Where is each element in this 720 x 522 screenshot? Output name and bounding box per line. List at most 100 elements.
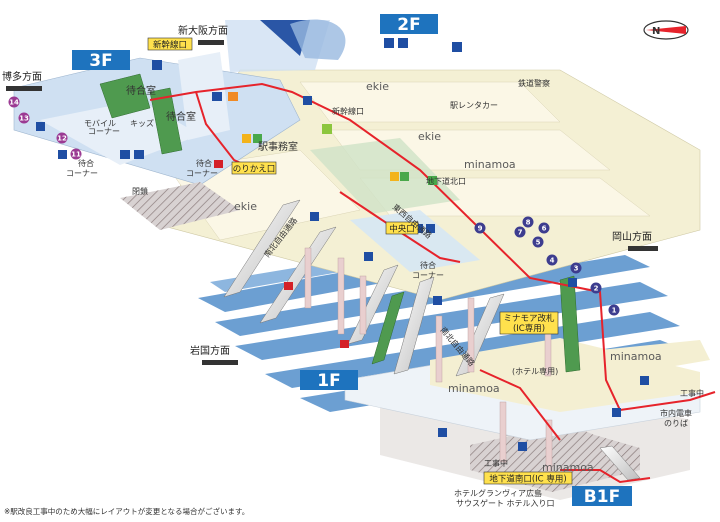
compass: N bbox=[643, 20, 689, 40]
direction-shin-osaka: 新大阪方面 bbox=[178, 24, 228, 45]
shop-icon bbox=[390, 172, 399, 181]
platform-number-1: 1 bbox=[608, 304, 620, 316]
direction-arrow-icon bbox=[6, 86, 42, 91]
tram-platform-label: のりば bbox=[664, 419, 688, 428]
info-icon bbox=[428, 176, 437, 185]
floor-badge-1f: 1F bbox=[300, 370, 358, 391]
direction-okayama: 岡山方面 bbox=[612, 230, 658, 251]
ekie-label: ekie bbox=[234, 200, 257, 213]
construction-label: 工事中 bbox=[680, 388, 704, 398]
1f-floor bbox=[344, 338, 710, 441]
svg-text:6: 6 bbox=[542, 225, 547, 233]
platform-number-markers: 1 2 3 4 5 6 7 8 9 11 12 13 14 bbox=[8, 96, 620, 316]
svg-text:13: 13 bbox=[19, 115, 29, 123]
svg-text:4: 4 bbox=[550, 257, 555, 265]
svg-text:7: 7 bbox=[518, 229, 523, 237]
svg-text:12: 12 bbox=[57, 135, 67, 143]
svg-text:2: 2 bbox=[594, 285, 599, 293]
elevator-icon bbox=[433, 296, 442, 305]
closed-label: 閉鎖 bbox=[132, 186, 148, 196]
hotel-only-label: (ホテル専用) bbox=[512, 366, 558, 376]
route-line bbox=[149, 82, 716, 484]
gate-label-central: 中央口 bbox=[385, 221, 419, 235]
svg-text:新幹線口: 新幹線口 bbox=[153, 40, 187, 51]
platform-number-6: 6 bbox=[538, 222, 550, 234]
minamoa-label: minamoa bbox=[610, 350, 662, 363]
hotel-gate-label: ホテルグランヴィア広島 bbox=[454, 488, 542, 498]
elevator-icon bbox=[568, 278, 577, 287]
elevator-icon bbox=[612, 408, 621, 417]
platform-number-7: 7 bbox=[514, 226, 526, 238]
aed-icon bbox=[340, 340, 349, 348]
construction-label: 工事中 bbox=[484, 458, 508, 468]
mobile-corner-label: モバイル bbox=[84, 119, 116, 128]
svg-text:地下道南口(IC 専用): 地下道南口(IC 専用) bbox=[489, 474, 566, 485]
svg-text:新大阪方面: 新大阪方面 bbox=[178, 24, 228, 37]
svg-text:8: 8 bbox=[526, 219, 531, 227]
mobile-corner-label: コーナー bbox=[88, 127, 120, 136]
minamoa-label: minamoa bbox=[464, 158, 516, 171]
ekie-label: ekie bbox=[418, 130, 441, 143]
svg-text:博多方面: 博多方面 bbox=[2, 70, 42, 83]
service-icons bbox=[36, 38, 649, 451]
svg-text:9: 9 bbox=[478, 225, 483, 233]
svg-text:1F: 1F bbox=[317, 371, 340, 391]
platform-number-8: 8 bbox=[522, 216, 534, 228]
tram-platform-label: 市内電車 bbox=[660, 408, 692, 418]
toilet-icon bbox=[120, 150, 130, 159]
waiting-corner-label: コーナー bbox=[186, 169, 218, 178]
compass-needle-icon bbox=[646, 26, 686, 34]
svg-text:14: 14 bbox=[9, 99, 19, 107]
platform-number-13: 13 bbox=[18, 112, 30, 124]
elevator-icon bbox=[640, 376, 649, 385]
ticket-office-icon bbox=[228, 92, 238, 101]
elevator-icon bbox=[518, 442, 527, 451]
svg-text:岩国方面: 岩国方面 bbox=[190, 344, 230, 357]
rent-a-car-label: 駅レンタカー bbox=[450, 101, 498, 110]
svg-text:2F: 2F bbox=[397, 15, 420, 35]
waiting-corner-label: 待合 bbox=[78, 158, 94, 168]
svg-text:中央口: 中央口 bbox=[389, 224, 415, 235]
platform-number-11: 11 bbox=[70, 148, 82, 160]
shop-icon bbox=[322, 124, 332, 134]
info-icon bbox=[400, 172, 409, 181]
locker-icon bbox=[36, 122, 45, 131]
platform-number-4: 4 bbox=[546, 254, 558, 266]
gate-label-shinkansen-3f: 新幹線口 bbox=[147, 37, 193, 51]
direction-iwakuni: 岩国方面 bbox=[190, 344, 238, 365]
shop-icon bbox=[242, 134, 251, 143]
svg-text:のりかえ口: のりかえ口 bbox=[233, 165, 276, 175]
svg-text:N: N bbox=[652, 26, 660, 37]
underground-north-gate-label: 地下道北口 bbox=[426, 176, 466, 186]
svg-text:3: 3 bbox=[574, 265, 579, 273]
hotel-gate-label: サウスゲート ホテル入り口 bbox=[456, 498, 555, 508]
columns bbox=[304, 247, 553, 481]
svg-text:1: 1 bbox=[612, 307, 617, 315]
toilet-icon bbox=[134, 150, 144, 159]
gate-label-minamoa: ミナモア改札 (IC専用) bbox=[499, 311, 559, 335]
elevator-icon bbox=[438, 428, 447, 437]
locker-icon bbox=[414, 224, 423, 233]
elevator-icon bbox=[364, 252, 373, 261]
kids-label: キッズ bbox=[130, 118, 154, 128]
floor-badge-2f: 2F bbox=[380, 14, 438, 35]
svg-text:(IC専用): (IC専用) bbox=[513, 323, 545, 334]
elevator-icon bbox=[303, 96, 312, 105]
info-icon bbox=[253, 134, 262, 143]
platform-number-3: 3 bbox=[570, 262, 582, 274]
waiting-corner-label: 待合 bbox=[196, 158, 212, 168]
locker-icon bbox=[58, 150, 67, 159]
waiting-corner-label: コーナー bbox=[412, 271, 444, 280]
svg-text:岡山方面: 岡山方面 bbox=[612, 230, 652, 243]
floor-badge-3f: 3F bbox=[72, 50, 130, 71]
ticket-machine-icon bbox=[212, 92, 222, 101]
shinkansen-gate-2f-label: 新幹線口 bbox=[332, 106, 364, 116]
waiting-room-label: 待合室 bbox=[126, 84, 156, 97]
floor-badge-b1f: B1F bbox=[572, 486, 632, 507]
railway-police-label: 鉄道警察 bbox=[518, 78, 550, 88]
platform-number-5: 5 bbox=[532, 236, 544, 248]
platform-number-14: 14 bbox=[8, 96, 20, 108]
3f-closed-area bbox=[120, 182, 240, 230]
svg-text:B1F: B1F bbox=[584, 487, 620, 507]
